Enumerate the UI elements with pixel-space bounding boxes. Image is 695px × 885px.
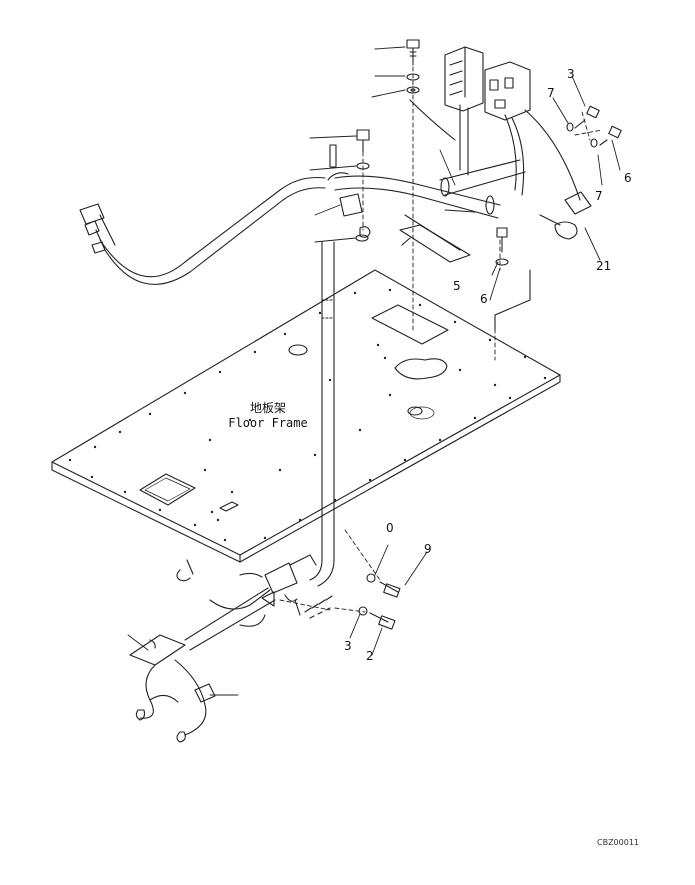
lower-assembly xyxy=(129,554,401,743)
floor-frame-label: 地板架 Floor Frame xyxy=(208,401,328,431)
controller-block xyxy=(444,46,592,240)
diagonal-pipe xyxy=(327,144,526,263)
callout-6-mid: 6 xyxy=(480,292,488,306)
callout-7-right: 7 xyxy=(595,189,603,203)
bracket-line xyxy=(494,269,531,316)
callout-2: 2 xyxy=(366,649,374,663)
floor-frame-label-cn: 地板架 xyxy=(249,401,286,415)
callout-3-lower: 3 xyxy=(344,639,352,653)
floor-plate xyxy=(51,269,561,563)
callout-7-top: 7 xyxy=(547,86,555,100)
floor-frame-label-en: Floor Frame xyxy=(228,416,308,430)
callout-6-right: 6 xyxy=(624,171,632,185)
vertical-harness xyxy=(309,241,335,587)
upper-harness xyxy=(79,176,326,285)
callout-3-top: 3 xyxy=(567,67,575,81)
center-lines xyxy=(279,59,603,613)
callout-5: 5 xyxy=(453,279,461,293)
callout-0: 0 xyxy=(386,521,394,535)
top-fasteners xyxy=(355,39,622,266)
drawing-code: CBZ00011 xyxy=(597,838,640,847)
callout-21: 21 xyxy=(596,259,612,273)
leader-lines xyxy=(127,46,621,696)
callout-9: 9 xyxy=(424,542,432,556)
